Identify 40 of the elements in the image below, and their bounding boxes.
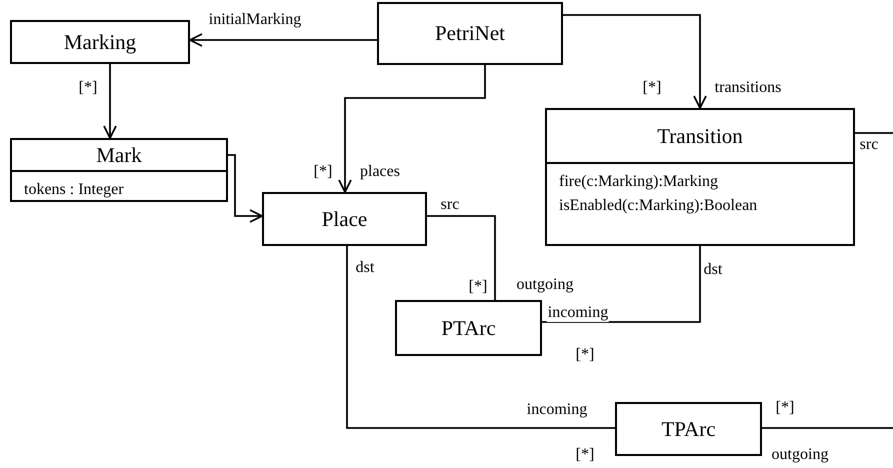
association-line: [542, 246, 701, 323]
class-box: [10, 20, 190, 64]
arrow: [563, 14, 707, 109]
edge-label: places: [359, 163, 401, 181]
class-name: Place: [322, 206, 368, 232]
class-name: Transition: [657, 124, 743, 148]
attribute-text: tokens : Integer: [24, 180, 124, 200]
class-box: [10, 138, 228, 202]
arrow: [103, 64, 117, 139]
multiplicity-label: [*]: [774, 399, 796, 417]
class-name: Mark: [96, 142, 142, 168]
class-box: [545, 108, 855, 246]
class-name: Marking: [64, 30, 136, 54]
multiplicity-label: [*]: [312, 163, 334, 181]
multiplicity-label: [*]: [468, 278, 488, 296]
class-name: PTArc: [441, 316, 496, 340]
class-box: [615, 402, 762, 456]
multiplicity-label: [*]: [574, 346, 596, 364]
method-text: fire(c:Marking):Marking: [559, 172, 718, 192]
class-box: [262, 192, 427, 246]
edge-label: initialMarking: [208, 11, 302, 29]
association-line: [427, 215, 496, 300]
edge-label: [*]: [78, 79, 98, 97]
class-name: TPArc: [661, 416, 716, 442]
edge-label: outgoing: [770, 446, 830, 464]
class-box: [377, 2, 563, 65]
association-line: [855, 132, 893, 134]
method-text: isEnabled(c:Marking):Boolean: [559, 196, 758, 216]
multiplicity-label: incoming: [526, 401, 588, 419]
multiplicity-label: [*]: [642, 79, 662, 97]
multiplicity-label: outgoing: [516, 276, 574, 294]
arrow: [338, 65, 486, 193]
class-name: PetriNet: [435, 21, 505, 46]
arrow: [228, 154, 263, 223]
association-line: [762, 427, 893, 429]
association-line: [346, 246, 615, 429]
arrow: [189, 33, 377, 47]
multiplicity-label: [*]: [574, 446, 596, 464]
multiplicity-label: incoming: [546, 304, 610, 322]
class-box: [395, 300, 542, 356]
